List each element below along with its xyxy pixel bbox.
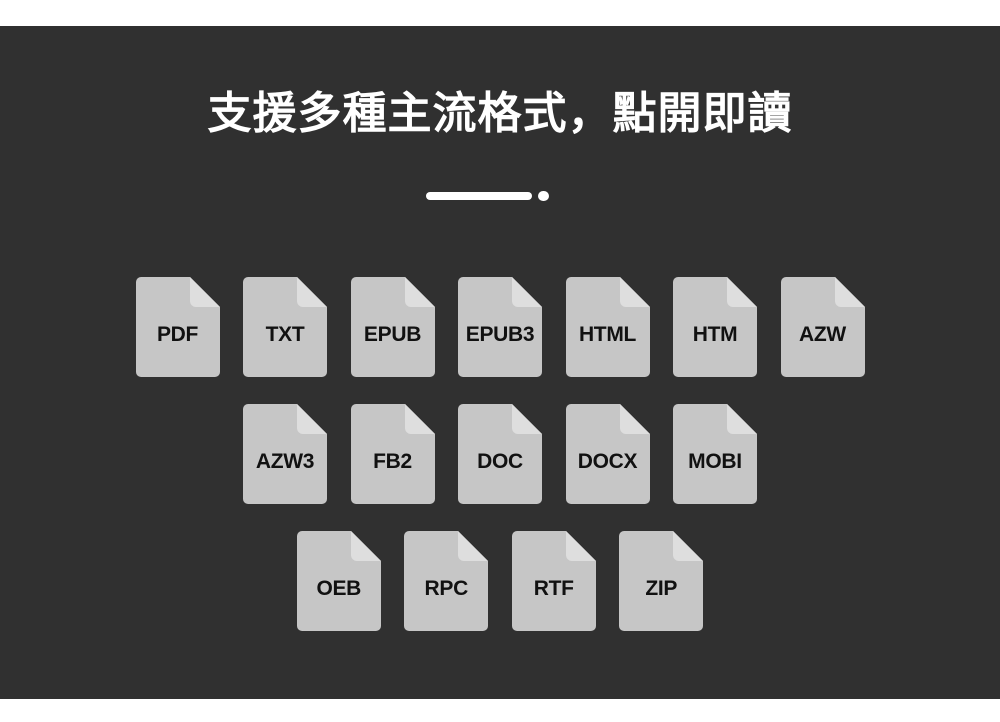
format-row-3: OEB RPC RTF ZIP <box>0 531 1000 631</box>
file-format-label: AZW <box>799 323 846 346</box>
file-icon <box>780 277 865 377</box>
file-icon <box>673 277 757 377</box>
file-format-label: MOBI <box>688 450 742 473</box>
file-format-zip[interactable]: ZIP <box>619 531 704 631</box>
file-format-label: HTML <box>578 323 637 346</box>
file-format-epub3[interactable]: EPUB3 <box>458 277 542 377</box>
file-icon <box>673 404 757 504</box>
file-icon <box>135 277 220 377</box>
file-icon <box>350 404 435 504</box>
file-format-label: RTF <box>533 577 574 600</box>
file-icon <box>619 531 704 631</box>
file-icon <box>243 404 327 504</box>
file-format-epub[interactable]: EPUB <box>350 277 435 377</box>
format-row-1: PDF TXT EPUB EPUB3 HTML HTM <box>0 277 1000 377</box>
file-format-mobi[interactable]: MOBI <box>673 404 757 504</box>
file-icon <box>243 277 327 377</box>
file-format-label: DOCX <box>577 450 638 473</box>
file-format-doc[interactable]: DOC <box>458 404 542 504</box>
file-format-txt[interactable]: TXT <box>243 277 327 377</box>
divider-dot <box>538 191 549 201</box>
file-format-label: DOC <box>477 450 523 473</box>
file-format-html[interactable]: HTML <box>565 277 650 377</box>
file-format-azw[interactable]: AZW <box>780 277 865 377</box>
file-format-rpc[interactable]: RPC <box>404 531 489 631</box>
format-row-2: AZW3 FB2 DOC DOCX MOBI <box>0 404 1000 504</box>
file-icon <box>458 277 542 377</box>
file-format-label: ZIP <box>645 577 678 600</box>
page-title: 支援多種主流格式，點開即讀 <box>207 88 793 139</box>
file-icon <box>350 277 435 377</box>
file-format-label: EPUB <box>363 323 422 346</box>
file-format-label: PDF <box>156 323 199 346</box>
file-icon <box>565 404 650 504</box>
file-icon <box>511 531 596 631</box>
file-format-label: EPUB3 <box>465 323 535 346</box>
file-icon <box>404 531 489 631</box>
file-format-rtf[interactable]: RTF <box>511 531 596 631</box>
file-icon <box>565 277 650 377</box>
file-icon <box>458 404 542 504</box>
file-format-label: FB2 <box>373 450 412 473</box>
file-format-pdf[interactable]: PDF <box>135 277 220 377</box>
file-format-fb2[interactable]: FB2 <box>350 404 435 504</box>
file-format-htm[interactable]: HTM <box>673 277 757 377</box>
file-format-label: TXT <box>265 323 305 346</box>
file-icon <box>296 531 381 631</box>
file-format-azw3[interactable]: AZW3 <box>243 404 327 504</box>
file-format-docx[interactable]: DOCX <box>565 404 650 504</box>
file-format-oeb[interactable]: OEB <box>296 531 381 631</box>
file-format-label: RPC <box>424 577 469 600</box>
file-format-label: AZW3 <box>255 450 315 473</box>
divider-bar <box>426 192 532 200</box>
file-format-label: OEB <box>316 577 362 600</box>
file-format-label: HTM <box>692 323 738 346</box>
